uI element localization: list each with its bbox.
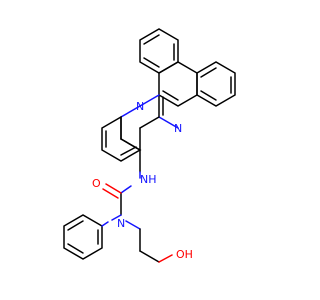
ring-phenyl xyxy=(63,214,109,260)
ring-benzo-right xyxy=(196,61,236,107)
ring-central xyxy=(158,61,198,107)
urea-substituent xyxy=(102,149,173,263)
atom-n-ring-top: N xyxy=(136,100,144,113)
atom-n-amide: N xyxy=(117,217,125,230)
atom-nh-urea: NH xyxy=(140,173,157,186)
ring-benzo-bottom xyxy=(101,115,142,162)
structure-svg: N N NH O N OH xyxy=(63,28,236,263)
atom-n-ring-bottom: N xyxy=(174,122,182,135)
molecule-diagram: N N NH O N OH xyxy=(63,28,236,263)
ring-benzo-left xyxy=(139,28,179,74)
atom-oh-terminal: OH xyxy=(176,248,193,261)
ring-pyrazine xyxy=(120,94,179,151)
atom-o-carbonyl: O xyxy=(92,177,101,190)
